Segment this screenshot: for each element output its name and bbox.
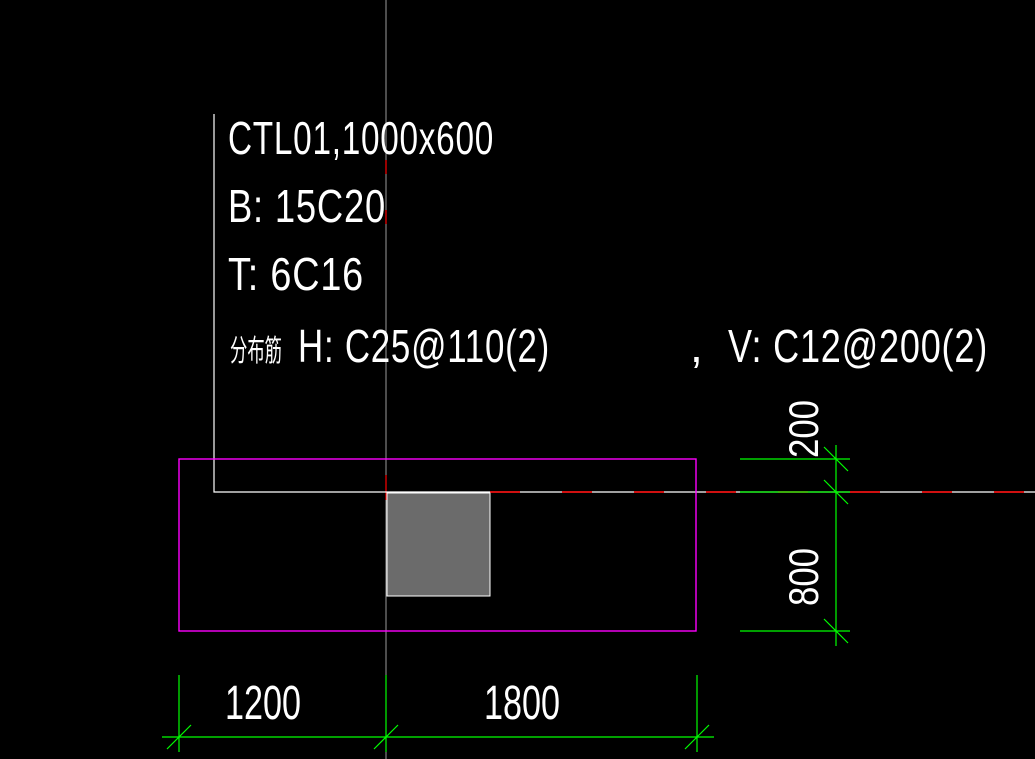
vertical-dimension: [740, 445, 850, 646]
beam-outline[interactable]: [178, 458, 697, 632]
annotation-dist-separator: ,: [690, 320, 704, 372]
dim-tick-bottom: [823, 618, 849, 644]
dim-tick-center: [823, 479, 849, 505]
dim-label-1200: 1200: [225, 677, 301, 730]
dim-tick-right: [684, 724, 710, 750]
dim-tick-left: [166, 724, 192, 750]
annotation-bottom-rebar: B: 15C20: [228, 180, 386, 232]
dim-tick-top: [823, 446, 849, 472]
horizontal-dimension: [162, 675, 714, 752]
column-block[interactable]: [386, 492, 491, 597]
dim-label-200: 200: [780, 400, 827, 458]
annotation-top-rebar: T: 6C16: [228, 248, 364, 300]
dim-label-800: 800: [780, 548, 827, 606]
dim-label-1800: 1800: [484, 677, 560, 730]
annotation-name-line: CTL01,1000x600: [228, 112, 494, 164]
annotation-dist-label: 分布筋: [230, 335, 282, 368]
annotation-leader-line: [213, 114, 1035, 493]
annotation-dist-vertical: V: C12@200(2): [728, 320, 988, 372]
dim-tick-mid: [373, 724, 399, 750]
annotation-dist-horizontal: H: C25@110(2): [298, 320, 550, 372]
